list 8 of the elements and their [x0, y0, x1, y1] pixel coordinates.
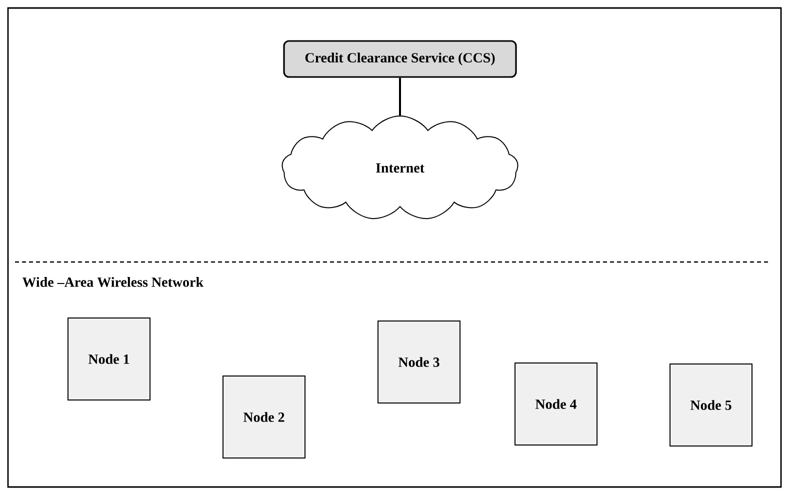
node-box: Node 1 [68, 318, 150, 400]
process-box: Credit Clearance Service (CCS) [283, 40, 517, 78]
node-box: Node 4 [514, 362, 598, 446]
section-label: Wide –Area Wireless Network [22, 277, 204, 287]
node-box: Node 3 [378, 320, 460, 404]
node-box: Node 5 [670, 364, 752, 446]
node-box: Node 2 [222, 376, 306, 458]
connector-line [399, 78, 401, 116]
